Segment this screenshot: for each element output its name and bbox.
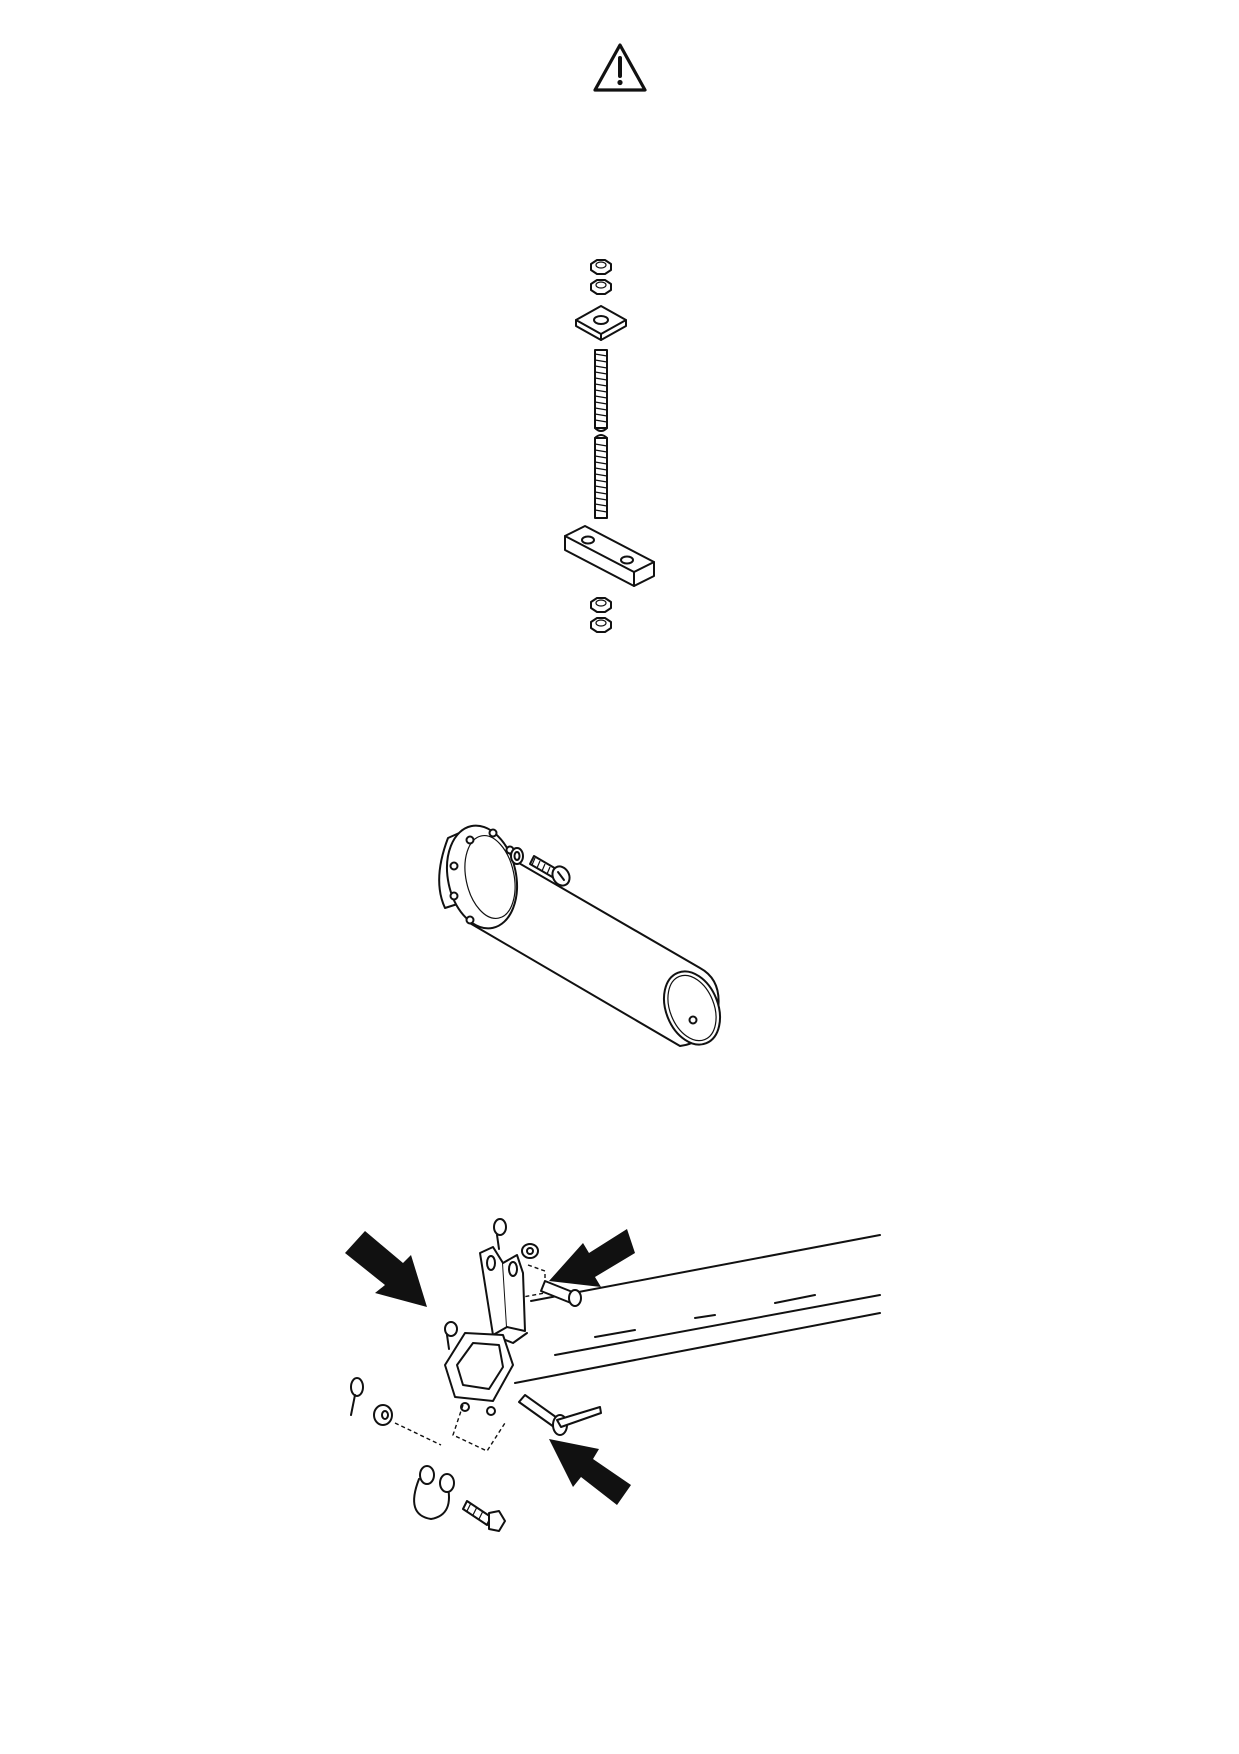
bolt-icon <box>529 855 571 887</box>
bracket-icon <box>479 1246 528 1344</box>
warning-triangle-icon <box>592 42 648 94</box>
hex-plate-icon <box>444 1332 514 1416</box>
threaded-rod-assembly-illustration <box>560 250 690 650</box>
clip-pin-icon <box>493 1218 507 1250</box>
nut-icon <box>590 259 612 275</box>
spacer-icon <box>373 1404 393 1426</box>
arrow-icon <box>549 1439 631 1505</box>
bolt-icon <box>462 1500 506 1532</box>
flange-bolt-holes <box>449 828 515 925</box>
nut-icon <box>590 279 612 295</box>
nut-icon <box>590 617 612 633</box>
arrow-icon <box>345 1231 427 1307</box>
pin-icon <box>540 1280 582 1307</box>
threaded-rod-icon <box>594 349 608 519</box>
flanged-cylinder-with-bolt-illustration <box>430 820 770 1080</box>
nut-icon <box>590 597 612 613</box>
square-washer-icon <box>575 305 627 341</box>
clip-pin-icon <box>444 1321 458 1350</box>
cotter-pin-icon <box>350 1377 364 1416</box>
lynch-pin-icon <box>518 1394 602 1436</box>
beam-bracket-pin-assembly-illustration <box>345 1218 895 1590</box>
arrow-icon <box>549 1229 635 1287</box>
shackle-icon <box>413 1465 455 1520</box>
washer-icon <box>521 1243 539 1259</box>
washer-icon <box>510 847 524 865</box>
base-block-icon <box>564 525 655 587</box>
